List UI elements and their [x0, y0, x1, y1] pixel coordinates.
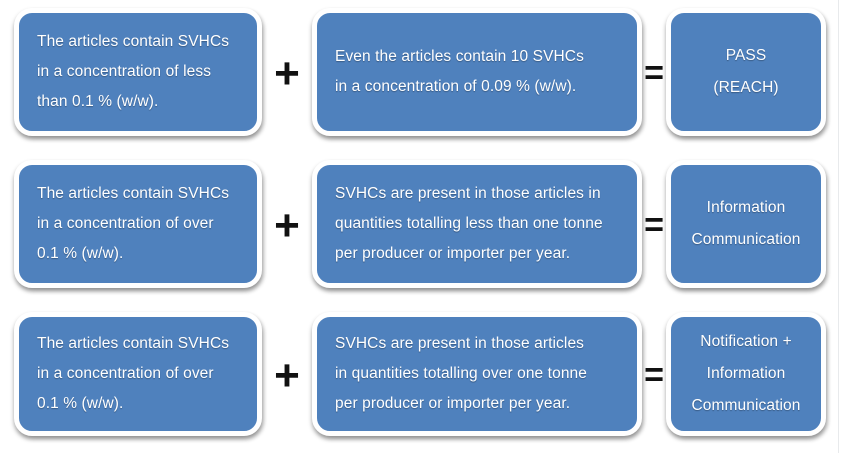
- result-box-row-1[interactable]: PASS (REACH): [666, 8, 826, 136]
- equals-operator-row-1: =: [644, 54, 664, 92]
- result-text-row-1: PASS (REACH): [713, 47, 779, 96]
- equation-row-2: The articles contain SVHCs in a concentr…: [0, 160, 843, 292]
- equation-row-3: The articles contain SVHCs in a concentr…: [0, 312, 843, 444]
- condition-box-a-row-2[interactable]: The articles contain SVHCs in a concentr…: [14, 160, 262, 288]
- condition-b-text-row-2: SVHCs are present in those articles in q…: [335, 184, 603, 263]
- condition-b-text-row-3: SVHCs are present in those articles in q…: [335, 334, 587, 413]
- result-box-row-3[interactable]: Notification + Information Communication: [666, 312, 826, 436]
- plus-operator-row-2: +: [274, 201, 300, 250]
- result-text-row-3: Notification + Information Communication: [691, 333, 801, 414]
- equals-operator-row-2: =: [644, 206, 664, 244]
- condition-box-a-row-1[interactable]: The articles contain SVHCs in a concentr…: [14, 8, 262, 136]
- condition-a-text-row-1: The articles contain SVHCs in a concentr…: [37, 32, 230, 111]
- condition-box-b-row-3[interactable]: SVHCs are present in those articles in q…: [312, 312, 642, 436]
- equals-operator-row-3: =: [644, 356, 664, 394]
- right-edge-rule: [838, 0, 839, 453]
- condition-b-text-row-1: Even the articles contain 10 SVHCs in a …: [335, 47, 584, 95]
- plus-operator-row-1: +: [274, 49, 300, 98]
- condition-a-text-row-2: The articles contain SVHCs in a concentr…: [37, 184, 230, 263]
- condition-a-text-row-3: The articles contain SVHCs in a concentr…: [37, 334, 230, 413]
- equation-row-1: The articles contain SVHCs in a concentr…: [0, 8, 843, 140]
- plus-operator-row-3: +: [274, 351, 300, 400]
- condition-box-a-row-3[interactable]: The articles contain SVHCs in a concentr…: [14, 312, 262, 436]
- condition-box-b-row-2[interactable]: SVHCs are present in those articles in q…: [312, 160, 642, 288]
- result-box-row-2[interactable]: Information Communication: [666, 160, 826, 288]
- condition-box-b-row-1[interactable]: Even the articles contain 10 SVHCs in a …: [312, 8, 642, 136]
- result-text-row-2: Information Communication: [691, 199, 801, 248]
